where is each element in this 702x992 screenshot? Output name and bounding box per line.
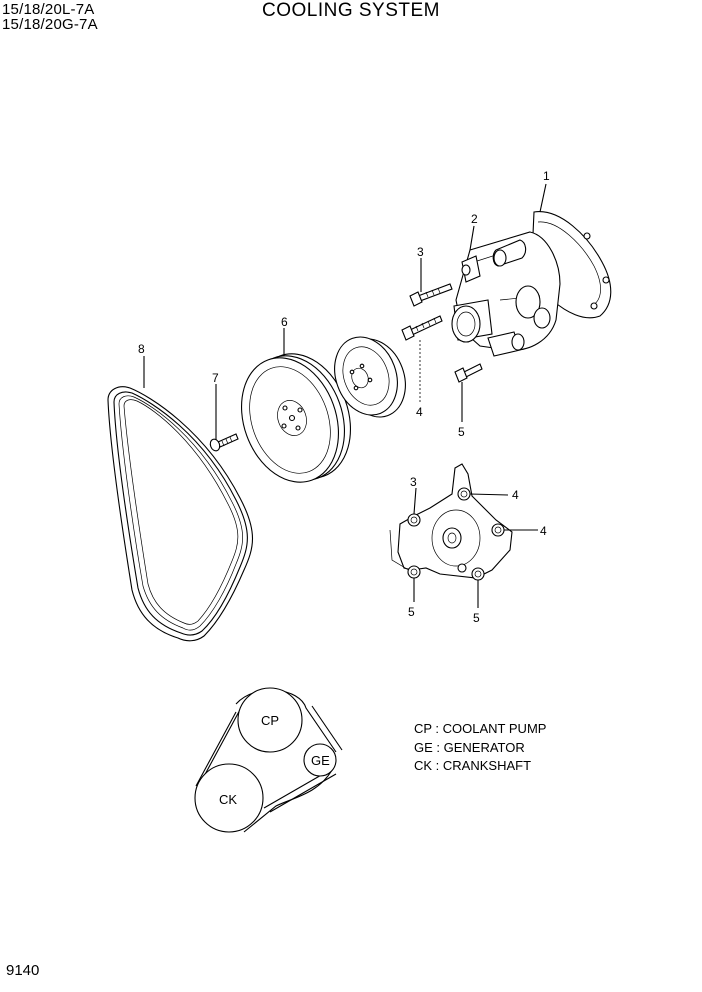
pump-bolt-4 [401,315,443,341]
page-title: COOLING SYSTEM [261,0,441,21]
pump-view-callout-5a: 5 [408,605,415,619]
coolant-pump-assembly [451,211,612,357]
abbreviation-legend: CP : COOLANT PUMP GE : GENERATOR CK : CR… [414,720,546,776]
pump-bolt-5 [454,363,483,383]
legend-item-cp: CP : COOLANT PUMP [414,721,547,736]
pump-view-callout-5b: 5 [473,611,480,625]
crank-pulley-bolt [209,433,239,452]
callout-7: 7 [212,371,219,385]
legend-item-ck: CK : CRANKSHAFT [414,758,532,773]
callout-2: 2 [471,212,478,226]
callout-3: 3 [417,245,424,259]
legend-item-ge: GE : GENERATOR [414,739,525,755]
callout-5: 5 [458,425,465,439]
crank-pulley [240,353,352,483]
coolant-pump-circle [237,687,303,753]
pump-view-callout-4a: 4 [512,488,519,502]
pump-view-callout-3: 3 [410,475,417,489]
callout-1: 1 [543,169,550,183]
cp-label: CP [261,713,279,728]
generator-circle [303,743,337,777]
callout-8: 8 [138,342,145,356]
v-belt [107,386,253,642]
pump-view-callout-4b: 4 [540,524,547,538]
pump-bolt-3 [409,283,453,307]
pump-pulley [334,336,406,418]
crankshaft-circle [194,763,264,833]
callout-6: 6 [281,315,288,329]
belt-routing-diagram [194,687,343,833]
model-code-1: 15/18/20L-7A [2,1,95,18]
ck-label: CK [219,792,237,807]
leader-lines [143,183,547,440]
pump-bolt-position-view [389,463,538,608]
model-code-2: 15/18/20G-7A [2,16,98,33]
callout-4: 4 [416,405,423,419]
ge-label: GE [311,753,330,768]
page-number: 9140 [6,962,40,979]
